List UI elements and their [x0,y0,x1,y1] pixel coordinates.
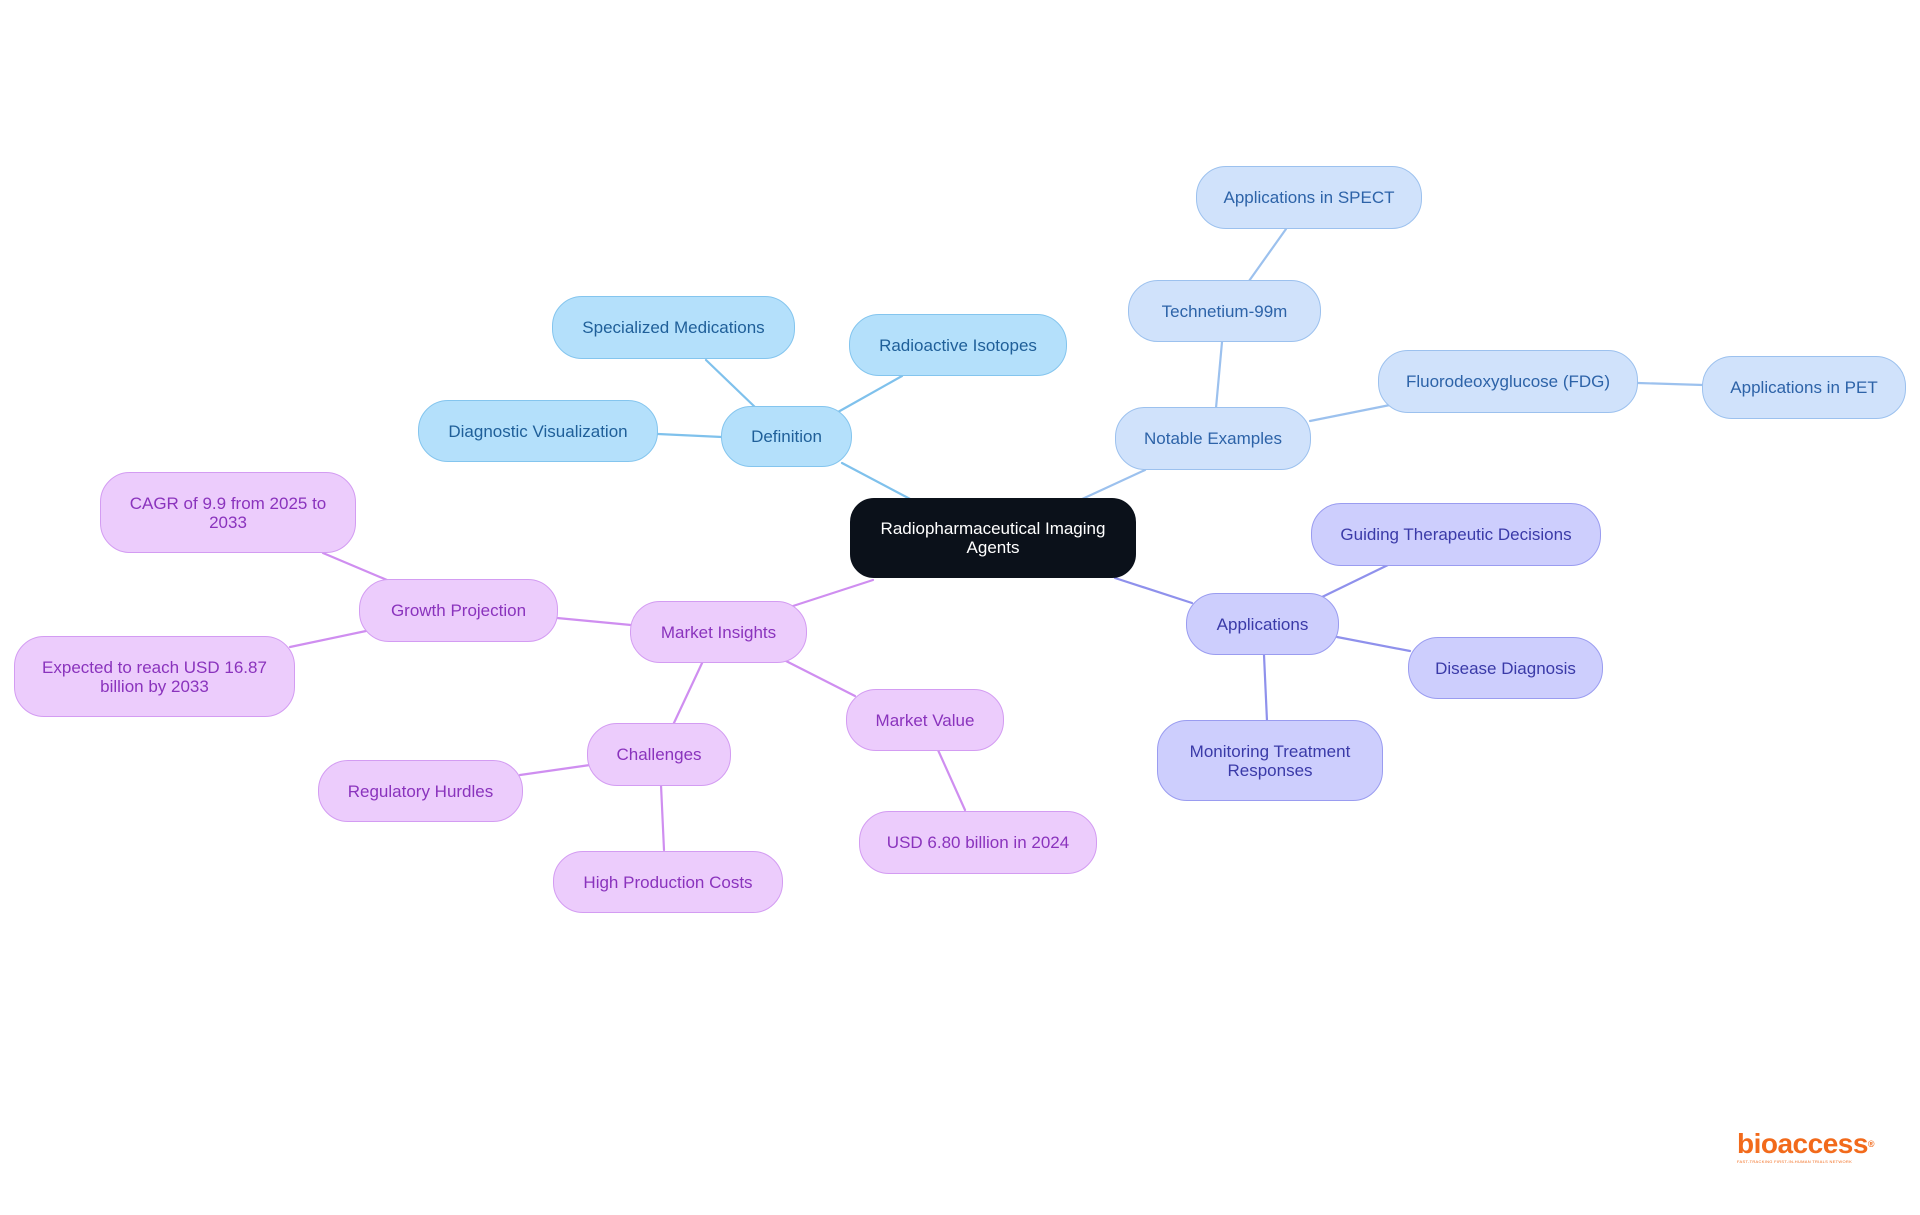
link-applications-monitoring [1262,653,1269,723]
link-value-usd2024 [936,748,967,812]
link-challenges-costs [659,783,666,852]
radioactive-isotopes-node[interactable]: Radioactive Isotopes [849,314,1067,376]
applications-pet-node[interactable]: Applications in PET [1702,356,1906,419]
market-value-node[interactable]: Market Value [846,689,1004,751]
link-root-applications [1113,576,1194,605]
challenges-node[interactable]: Challenges [587,723,731,786]
specialized-medications-node[interactable]: Specialized Medications [552,296,795,359]
technetium-node[interactable]: Technetium-99m [1128,280,1321,342]
link-fdg-pet [1636,381,1705,387]
notable-examples-node[interactable]: Notable Examples [1115,407,1311,470]
link-examples-fdg [1308,403,1392,423]
bioaccess-logo: bioaccess® FAST-TRACKING FIRST-IN-HUMAN … [1737,1128,1875,1170]
diagnostic-visualization-node[interactable]: Diagnostic Visualization [418,400,658,462]
fdg-node[interactable]: Fluorodeoxyglucose (FDG) [1378,350,1638,413]
link-market-challenges [671,659,705,727]
high-production-costs-node[interactable]: High Production Costs [553,851,783,913]
link-definition-visualization [656,432,724,439]
link-root-definition [840,461,914,502]
link-growth-reach [288,629,368,649]
monitoring-treatment-node[interactable]: Monitoring Treatment Responses [1157,720,1383,801]
regulatory-hurdles-node[interactable]: Regulatory Hurdles [318,760,523,822]
link-examples-technetium [1214,340,1224,410]
reach-usd-node[interactable]: Expected to reach USD 16.87 billion by 2… [14,636,295,717]
link-challenges-regulatory [518,763,592,777]
guiding-therapeutic-decisions-node[interactable]: Guiding Therapeutic Decisions [1311,503,1601,566]
root-node[interactable]: Radiopharmaceutical Imaging Agents [850,498,1136,578]
link-market-growth [555,616,633,627]
link-applications-guiding [1318,562,1392,600]
link-growth-cagr [321,551,389,582]
link-market-value [784,659,857,698]
logo-wordmark: bioaccess® [1737,1128,1875,1159]
applications-node[interactable]: Applications [1186,593,1339,655]
growth-projection-node[interactable]: Growth Projection [359,579,558,642]
link-definition-isotopes [836,374,904,414]
link-technetium-spect [1247,227,1288,283]
definition-node[interactable]: Definition [721,406,852,467]
link-applications-diagnosis [1335,635,1412,653]
applications-spect-node[interactable]: Applications in SPECT [1196,166,1422,229]
link-root-market [791,578,875,608]
market-insights-node[interactable]: Market Insights [630,601,807,663]
cagr-node[interactable]: CAGR of 9.9 from 2025 to 2033 [100,472,356,553]
link-root-examples [1078,468,1147,502]
link-definition-specialized [704,358,759,411]
usd-2024-node[interactable]: USD 6.80 billion in 2024 [859,811,1097,874]
disease-diagnosis-node[interactable]: Disease Diagnosis [1408,637,1603,699]
logo-tagline: FAST-TRACKING FIRST-IN-HUMAN TRIALS NETW… [1737,1159,1853,1164]
